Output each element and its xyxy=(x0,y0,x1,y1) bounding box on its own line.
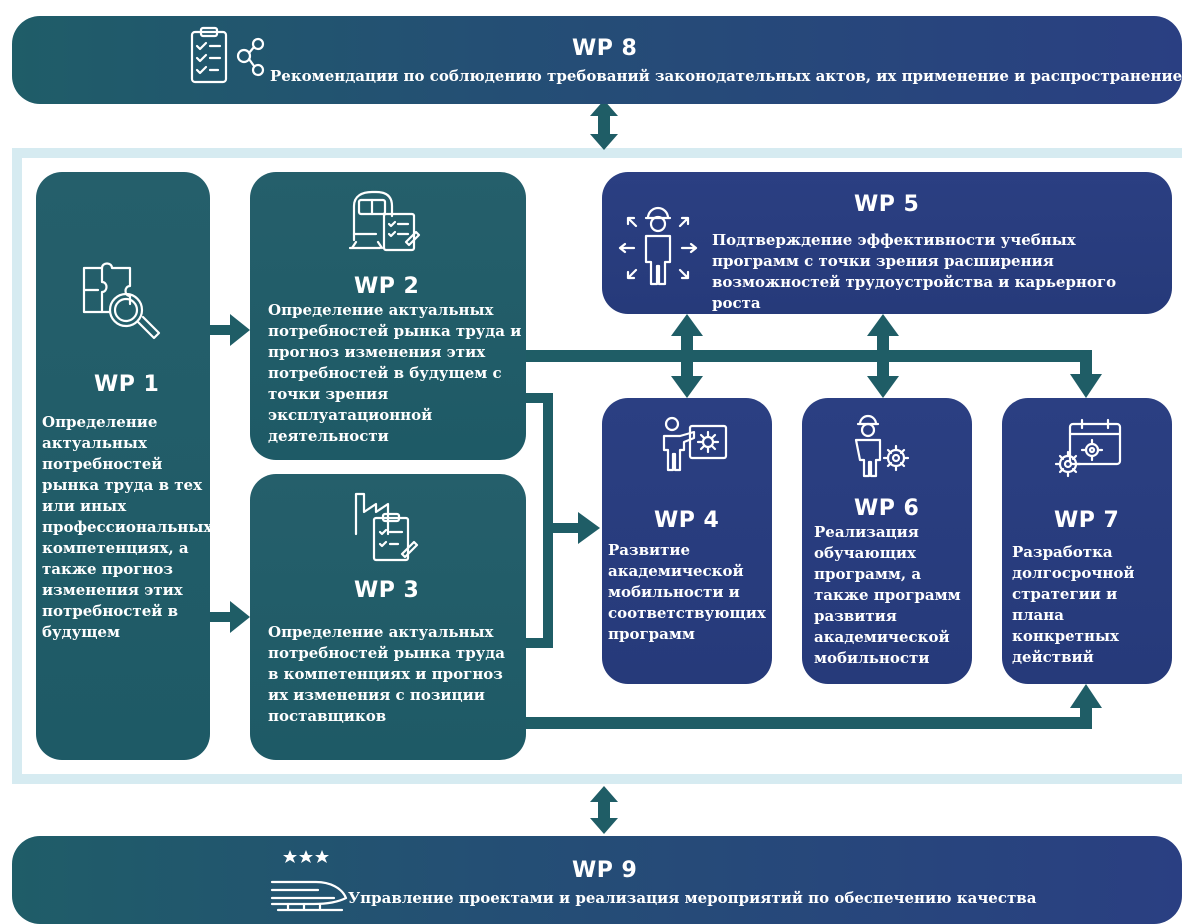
wp9-title: WP 9 xyxy=(572,858,638,883)
wp4-title: WP 4 xyxy=(654,508,720,533)
arrow-wp1-wp2-shaft xyxy=(210,325,234,335)
wp6-box: WP 6 Реализация обучающих программ, а та… xyxy=(802,398,972,684)
presenter-gear-icon xyxy=(658,416,730,478)
puzzle-search-icon xyxy=(78,262,164,348)
middle-frame xyxy=(12,148,1182,784)
arrow-wp1-wp3-head xyxy=(230,601,250,633)
calendar-gears-icon xyxy=(1052,416,1124,482)
wp7-box: WP 7 Разработка долгосрочной стратегии и… xyxy=(1002,398,1172,684)
checklist-share-icon xyxy=(186,26,266,96)
wp5-title: WP 5 xyxy=(854,192,920,217)
arrow-wp3-wp4-seg1 xyxy=(525,638,553,648)
arrow-wp3-wp4-seg2 xyxy=(543,533,553,648)
wp2-title: WP 2 xyxy=(354,274,420,299)
wp6-text: Реализация обучающих программ, а также п… xyxy=(814,523,961,667)
wp5-wp6-up-head xyxy=(867,314,899,336)
wp5-wp4-up-head xyxy=(671,314,703,336)
factory-checklist-icon xyxy=(350,490,426,570)
wp5-wp6-down-head xyxy=(867,376,899,398)
arrow-wp2-wp4-head xyxy=(578,512,600,544)
wp9-connector-up-head xyxy=(590,786,618,802)
wp9-connector-down-head xyxy=(590,818,618,834)
wp6-title: WP 6 xyxy=(854,496,920,521)
wp5-text: Подтверждение эффективности учебных прог… xyxy=(712,231,1117,312)
wp1-text: Определение актуальных потребностей рынк… xyxy=(42,413,213,641)
wp2-text: Определение актуальных потребностей рынк… xyxy=(268,301,522,445)
wp3-text: Определение актуальных потребностей рынк… xyxy=(268,623,505,725)
wp8-title: WP 8 xyxy=(572,36,638,61)
wp8-box: WP 8 Рекомендации по соблюдению требован… xyxy=(12,16,1182,104)
wp9-box: WP 9 Управление проектами и реализация м… xyxy=(12,836,1182,924)
wp5-wp4-connector-shaft xyxy=(681,330,693,380)
wp2-box: WP 2 Определение актуальных потребностей… xyxy=(250,172,526,460)
worker-expand-icon xyxy=(616,200,700,294)
bus-wp7-head xyxy=(1070,374,1102,398)
high-speed-train-icon xyxy=(268,842,354,922)
wp9-text: Управление проектами и реализация меропр… xyxy=(348,889,1037,907)
arrow-wp2-wp4-seg3 xyxy=(543,523,581,533)
arrow-wp2-wp4-seg2 xyxy=(543,393,553,533)
train-checklist-icon xyxy=(348,190,424,260)
wp1-title: WP 1 xyxy=(94,372,160,397)
wp3-title: WP 3 xyxy=(354,578,420,603)
wp3-box: WP 3 Определение актуальных потребностей… xyxy=(250,474,526,760)
bus-wp2-wp7 xyxy=(525,350,1092,362)
wp1-box: WP 1 Определение актуальных потребностей… xyxy=(36,172,213,760)
wp4-box: WP 4 Развитие академической мобильности … xyxy=(602,398,772,684)
arrow-wp1-wp3-shaft xyxy=(210,612,234,622)
wp7-text: Разработка долгосрочной стратегии и план… xyxy=(1012,543,1135,666)
wp5-box: WP 5 Подтверждение эффективности учебных… xyxy=(602,172,1172,314)
arrow-wp2-wp4-seg1 xyxy=(525,393,553,403)
wp5-wp4-down-head xyxy=(671,376,703,398)
wp4-text: Развитие академической мобильности и соо… xyxy=(608,541,766,643)
wp8-connector-down-head xyxy=(590,134,618,150)
wp8-connector-shaft xyxy=(598,110,610,140)
wp7-title: WP 7 xyxy=(1054,508,1120,533)
bus-wp7-up-head xyxy=(1070,684,1102,708)
bus-wp7-drop xyxy=(1080,350,1092,378)
worker-gear-icon xyxy=(848,414,916,482)
arrow-wp1-wp2-head xyxy=(230,314,250,346)
wp5-wp6-connector-shaft xyxy=(877,330,889,380)
bus-wp3-wp7 xyxy=(525,717,1092,729)
wp8-connector-up-head xyxy=(590,100,618,116)
wp8-text: Рекомендации по соблюдению требований за… xyxy=(270,67,1182,85)
